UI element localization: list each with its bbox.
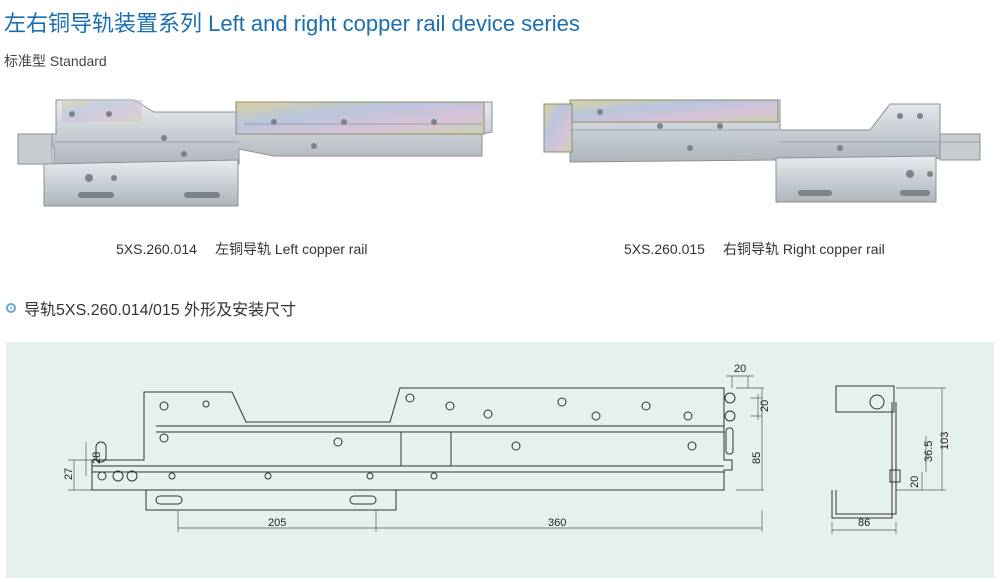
dim-205: 205: [268, 517, 286, 529]
dim-20-side: 20: [909, 476, 921, 488]
page-title: 左右铜导轨装置系列 Left and right copper rail dev…: [4, 11, 580, 36]
page-subtitle: 标准型 Standard: [4, 53, 107, 69]
dim-85: 85: [751, 452, 763, 464]
dim-20-right: 20: [759, 400, 771, 412]
section-heading: 导轨5XS.260.014/015 外形及安装尺寸: [6, 296, 296, 320]
side-view-head: [835, 385, 895, 413]
left-rail-name: 左铜导轨 Left copper rail: [214, 241, 368, 257]
dim-103: 103: [939, 432, 951, 450]
dim-28: 28: [91, 452, 103, 464]
dim-360: 360: [548, 517, 566, 529]
section-title: 导轨5XS.260.014/015 外形及安装尺寸: [24, 302, 297, 319]
dimension-drawing: 20 20 85 27 28 205 360 103 36.5 20 86: [63, 363, 951, 534]
dim-36-5: 36.5: [923, 441, 935, 462]
right-rail-code: 5XS.260.015: [624, 241, 705, 257]
left-rail-caption: 5XS.260.014 左铜导轨 Left copper rail: [116, 239, 367, 259]
dimension-drawing-panel: 20 20 85 27 28 205 360 103 36.5 20 86: [6, 342, 994, 578]
right-rail-caption: 5XS.260.015 右铜导轨 Right copper rail: [624, 239, 885, 259]
left-rail-code: 5XS.260.014: [116, 241, 197, 257]
dim-27: 27: [63, 468, 75, 480]
dim-20-top: 20: [734, 363, 746, 375]
bullet-ring-icon: [6, 303, 16, 313]
left-copper-rail-photo: [17, 99, 493, 207]
rail-outline: [91, 387, 733, 491]
right-rail-name: 右铜导轨 Right copper rail: [722, 241, 885, 257]
dim-86: 86: [858, 517, 870, 529]
right-copper-rail-photo: [543, 99, 981, 203]
side-view-body: [831, 402, 893, 519]
